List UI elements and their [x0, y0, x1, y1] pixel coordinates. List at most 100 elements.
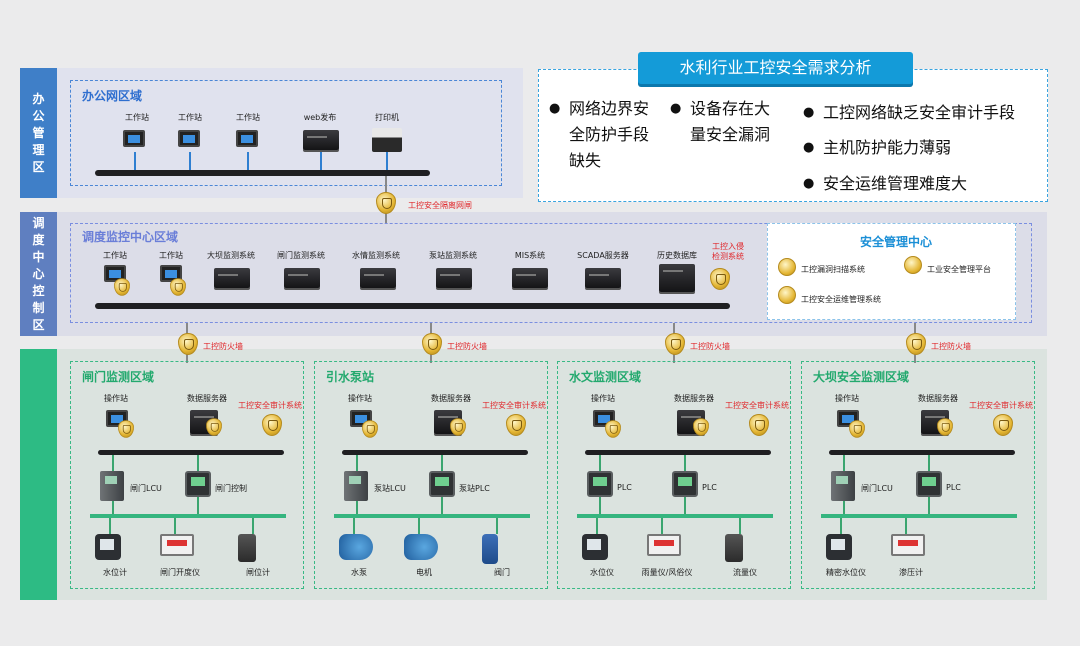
firewall-icon: [906, 333, 926, 355]
audit-system-icon: [749, 414, 769, 436]
host-guard-icon: [170, 278, 186, 296]
side-label-field: [20, 349, 57, 600]
management-platform-icon: [904, 256, 922, 274]
firewall-label: 工控防火墙: [690, 342, 730, 351]
side-label-office: 办公管理区: [20, 68, 57, 198]
zone-field-bus: [821, 514, 1017, 518]
need-item: 设备存在大量安全漏洞: [670, 96, 782, 148]
server-icon: [585, 268, 621, 288]
link-line: [596, 518, 598, 534]
device-label: 渗压计: [899, 568, 923, 577]
piezometer-icon: [891, 534, 925, 556]
host-guard-icon: [937, 418, 953, 436]
plc-icon: [185, 471, 211, 497]
device-label: 数据服务器: [431, 394, 471, 403]
ops-management-icon: [778, 286, 796, 304]
device-label: 闸门监测系统: [277, 251, 325, 260]
device-label: 闸门LCU: [861, 484, 893, 493]
security-center-item: 工控漏洞扫描系统: [801, 265, 865, 274]
workstation-icon: [178, 130, 200, 147]
lcu-icon: [100, 471, 124, 501]
need-item: 工控网络缺乏安全审计手段: [803, 100, 1015, 126]
device-label: 阀门: [494, 568, 510, 577]
server-icon: [512, 268, 548, 288]
link-line: [840, 518, 842, 534]
device-label: 历史数据库: [657, 251, 697, 260]
device-label: 操作站: [348, 394, 372, 403]
need-item: 安全运维管理难度大: [803, 171, 967, 197]
device-label: 操作站: [591, 394, 615, 403]
device-label: 数据服务器: [187, 394, 227, 403]
host-guard-icon: [206, 418, 222, 436]
printer-icon: [372, 128, 402, 152]
motor-icon: [404, 534, 438, 560]
audit-system-label: 工控安全审计系统: [969, 401, 1033, 410]
device-label: 雨量仪/风俗仪: [641, 568, 693, 577]
security-center-title: 安全管理中心: [860, 235, 933, 249]
link-line: [134, 152, 136, 170]
device-label: 数据服务器: [674, 394, 714, 403]
water-level-meter-icon: [95, 534, 121, 560]
device-label: 数据服务器: [918, 394, 958, 403]
link-line: [189, 152, 191, 170]
field-zone: [314, 361, 548, 589]
workstation-icon: [236, 130, 258, 147]
link-line: [247, 152, 249, 170]
link-line: [418, 518, 420, 534]
gate-position-meter-icon: [238, 534, 256, 562]
field-zone: [801, 361, 1035, 589]
needs-title: 水利行业工控安全需求分析: [638, 52, 913, 84]
device-label: 水位计: [103, 568, 127, 577]
host-guard-icon: [693, 418, 709, 436]
pump-icon: [339, 534, 373, 560]
web-server-icon: [303, 130, 339, 150]
valve-icon: [482, 534, 498, 564]
host-guard-icon: [605, 420, 621, 438]
server-icon: [436, 268, 472, 288]
link-line: [905, 518, 907, 534]
device-label: 泵站监测系统: [429, 251, 477, 260]
server-icon: [360, 268, 396, 288]
zone-title: 引水泵站: [326, 370, 375, 384]
host-guard-icon: [849, 420, 865, 438]
vuln-scan-icon: [778, 258, 796, 276]
device-label: 水位仪: [590, 568, 614, 577]
device-label: PLC: [946, 483, 961, 492]
firewall-icon: [422, 333, 442, 355]
side-label-dispatch: 调度中心控制区: [20, 212, 57, 336]
zone-bus: [342, 450, 528, 455]
device-label: 泵站PLC: [459, 484, 490, 493]
field-zone: [557, 361, 791, 589]
firewall-icon: [178, 333, 198, 355]
link-line: [320, 152, 322, 170]
office-bus: [95, 170, 430, 176]
server-icon: [284, 268, 320, 288]
audit-system-label: 工控安全审计系统: [725, 401, 789, 410]
device-label: 电机: [416, 568, 432, 577]
device-label: 流量仪: [733, 568, 757, 577]
server-icon: [214, 268, 250, 288]
ids-label: 工控入侵检测系统: [712, 242, 744, 261]
firewall-icon: [665, 333, 685, 355]
link-line: [386, 152, 388, 170]
zone-title: 大坝安全监测区域: [813, 370, 910, 384]
plc-icon: [916, 471, 942, 497]
link-line: [661, 518, 663, 534]
zone-bus: [585, 450, 771, 455]
ids-icon: [710, 268, 730, 290]
device-label: web发布: [303, 113, 337, 122]
security-center-item: 工业安全管理平台: [927, 265, 991, 274]
workstation-icon: [123, 130, 145, 147]
device-label: 工作站: [159, 251, 183, 260]
water-level-meter-icon: [582, 534, 608, 560]
device-label: 工作站: [103, 251, 127, 260]
security-center-panel: [767, 223, 1016, 320]
device-label: 闸门LCU: [130, 484, 162, 493]
audit-system-icon: [506, 414, 526, 436]
plc-icon: [429, 471, 455, 497]
device-label: 精密水位仪: [826, 568, 866, 577]
plc-icon: [587, 471, 613, 497]
office-region-title: 办公网区域: [82, 89, 143, 103]
audit-system-icon: [262, 414, 282, 436]
host-guard-icon: [118, 420, 134, 438]
